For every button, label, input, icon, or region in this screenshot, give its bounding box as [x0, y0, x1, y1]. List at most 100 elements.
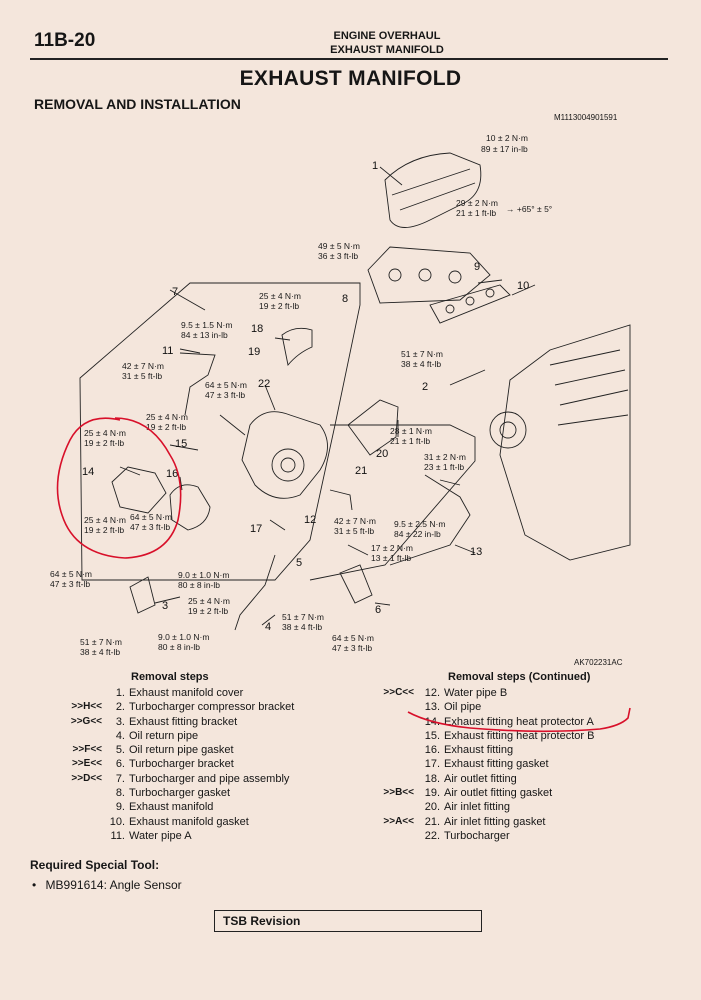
list-item: 13.Oil pipe [424, 701, 482, 714]
torque-label: 25 ± 4 N·m [259, 291, 301, 301]
page-number: 11B-20 [34, 30, 96, 51]
turbocharger-bracket-shape [339, 564, 373, 604]
callout-6: 6 [375, 604, 381, 616]
document-id: M1113004901591 [554, 113, 618, 122]
figure-id: AK702231AC [574, 658, 623, 667]
bullet: • [32, 878, 37, 892]
list-item: >>F<<5.Oil return pipe gasket [72, 744, 234, 757]
torque-label: 9.0 ± 1.0 N·m [158, 632, 209, 642]
torque-label: 31 ± 2 N·m [424, 452, 466, 462]
list-item: >>A<<21.Air inlet fitting gasket [383, 815, 546, 828]
oil-return-pipe-shape [234, 554, 276, 631]
callout-20: 20 [376, 448, 388, 460]
subsection-title: EXHAUST MANIFOLD [330, 44, 444, 56]
torque-label: 31 ± 5 ft-lb [122, 371, 162, 381]
torque-label: 19 ± 2 ft-lb [259, 301, 299, 311]
torque-label: 29 ± 2 N·m [456, 198, 498, 208]
torque-label: 31 ± 5 ft-lb [334, 526, 374, 536]
list-item: >>E<<6.Turbocharger bracket [71, 758, 234, 771]
water-pipe-b-shape [329, 489, 353, 511]
torque-label: 42 ± 7 N·m [334, 516, 376, 526]
torque-label: 19 ± 2 ft-lb [84, 525, 124, 535]
special-tool-heading: Required Special Tool: [30, 858, 160, 872]
callout-10: 10 [517, 280, 529, 292]
page-title: EXHAUST MANIFOLD [239, 67, 462, 90]
torque-label: 84 ± 22 in-lb [394, 529, 441, 539]
callout-21: 21 [355, 465, 367, 477]
torque-label: 28 ± 1 N·m [390, 426, 432, 436]
torque-label: 25 ± 4 N·m [188, 596, 230, 606]
air-outlet-fitting-shape [281, 327, 313, 367]
torque-label: 9.5 ± 2.5 N·m [394, 519, 445, 529]
torque-label: 47 ± 3 ft-lb [205, 390, 245, 400]
callout-3: 3 [162, 600, 168, 612]
oil-pipe-shape [389, 474, 471, 566]
torque-label: 47 ± 3 ft-lb [130, 522, 170, 532]
torque-label: 19 ± 2 ft-lb [84, 438, 124, 448]
list-item: >>G<<3.Exhaust fitting bracket [70, 715, 238, 728]
air-inlet-fitting-shape [347, 399, 399, 456]
manifold-gasket-shape [429, 284, 511, 324]
callout-5: 5 [296, 557, 302, 569]
callout-11: 11 [162, 345, 173, 357]
torque-label: 64 ± 5 N·m [205, 380, 247, 390]
list-item: 11.Water pipe A [110, 829, 192, 842]
header-rule [30, 58, 668, 60]
torque-label: 25 ± 4 N·m [84, 428, 126, 438]
list-item: 20.Air inlet fitting [424, 801, 511, 814]
tsb-revision-box: TSB Revision [214, 910, 482, 932]
removal-steps-heading: Removal steps [131, 671, 209, 683]
exploded-view-diagram: 1 2 3 4 5 6 7 8 9 10 11 12 13 14 15 16 1… [50, 133, 631, 657]
list-item: >>C<<12.Water pipe B [383, 687, 508, 699]
list-item: 1.Exhaust manifold cover [115, 687, 244, 699]
turbocharger-shape [241, 411, 328, 499]
torque-label: 19 ± 2 ft-lb [146, 422, 186, 432]
callout-1: 1 [372, 160, 378, 172]
page-subtitle: REMOVAL AND INSTALLATION [34, 96, 241, 112]
torque-label: 38 ± 4 ft-lb [80, 647, 120, 657]
callout-15: 15 [175, 438, 187, 450]
callout-14: 14 [82, 466, 94, 478]
callout-17: 17 [250, 523, 262, 535]
list-item: 18.Air outlet fitting [424, 772, 517, 785]
section-title: ENGINE OVERHAUL [333, 30, 441, 42]
list-item: 8.Turbocharger gasket [115, 787, 231, 800]
heat-protector-a-shape [111, 466, 167, 514]
callout-2: 2 [422, 381, 428, 393]
engine-block-shape [499, 324, 631, 561]
torque-label: 9.5 ± 1.5 N·m [181, 320, 232, 330]
torque-label: 80 ± 8 in-lb [158, 642, 200, 652]
removal-steps-continued-heading: Removal steps (Continued) [448, 671, 591, 683]
torque-label: 38 ± 4 ft-lb [282, 622, 322, 632]
list-item: >>B<<19.Air outlet fitting gasket [383, 787, 553, 800]
torque-label: 36 ± 3 ft-lb [318, 251, 358, 261]
callout-18: 18 [251, 323, 263, 335]
removal-steps-continued-list: >>C<<12.Water pipe B 13.Oil pipe 14.Exha… [372, 686, 594, 843]
torque-label: 25 ± 4 N·m [146, 412, 188, 422]
assembly-outline-right [309, 424, 476, 581]
list-item: 16.Exhaust fitting [424, 744, 514, 757]
callout-4: 4 [265, 621, 271, 633]
torque-label: 42 ± 7 N·m [122, 361, 164, 371]
list-item: 15.Exhaust fitting heat protector B [424, 729, 595, 742]
torque-label: 23 ± 1 ft-lb [424, 462, 464, 472]
torque-label: 64 ± 5 N·m [50, 569, 92, 579]
list-item-highlighted: 14.Exhaust fitting heat protector A [424, 715, 594, 728]
torque-label: 51 ± 7 N·m [80, 637, 122, 647]
list-item: >>H<<2.Turbocharger compressor bracket [71, 701, 295, 714]
torque-label: 38 ± 4 ft-lb [401, 359, 441, 369]
torque-label: 84 ± 13 in-lb [181, 330, 228, 340]
water-pipe-a-shape [179, 352, 216, 416]
callout-7: 7 [172, 286, 178, 298]
torque-label: 21 ± 1 ft-lb [390, 436, 430, 446]
callout-19: 19 [248, 346, 260, 358]
callout-12: 12 [304, 514, 316, 526]
callout-9: 9 [474, 261, 480, 273]
torque-label: 10 ± 2 N·m [486, 133, 528, 143]
removal-steps-list: 1.Exhaust manifold cover >>H<<2.Turbocha… [60, 686, 294, 843]
special-tool-text: MB991614: Angle Sensor [45, 878, 182, 892]
callout-8: 8 [342, 293, 348, 305]
special-tool-item: • MB991614: Angle Sensor [32, 878, 182, 892]
manifold-cover-shape [384, 152, 482, 228]
list-item: 9.Exhaust manifold [115, 801, 214, 814]
